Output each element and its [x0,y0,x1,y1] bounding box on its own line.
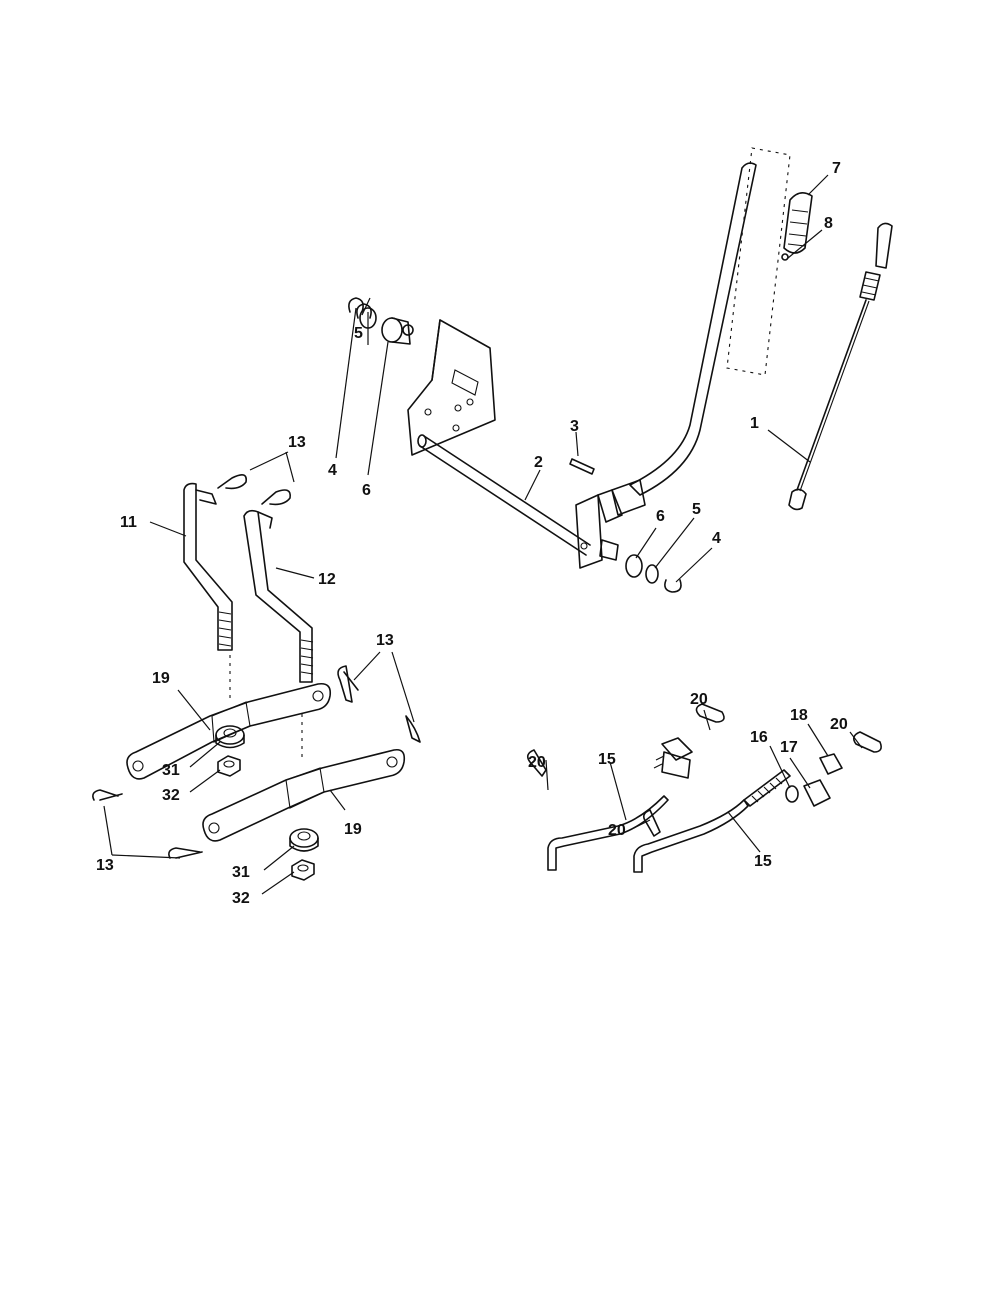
lift-link-part-11 [149,482,233,651]
cross-shaft-part-2 [417,434,603,569]
washer-part-16 [769,745,799,803]
label-3: 3 [570,418,579,435]
label-19-upper: 19 [152,670,170,687]
bushing-part-31-a [189,725,245,768]
label-31-lower: 31 [232,864,250,881]
label-2: 2 [534,454,543,471]
label-7: 7 [832,160,841,177]
label-13-lower: 13 [96,857,114,874]
nut-part-32-a [189,755,241,793]
lift-handle [597,147,791,523]
label-18: 18 [790,707,808,724]
hairpin-clips-part-13-top [217,451,295,506]
label-20-left: 20 [528,754,546,771]
hairpin-clips-part-20 [526,703,882,837]
bushing-part-31-b [263,828,319,871]
label-8: 8 [824,215,833,232]
label-6-top: 6 [362,482,371,499]
label-19-lower: 19 [344,821,362,838]
nut-part-18 [807,723,843,775]
pin-part-8 [781,229,823,261]
label-20-middle: 20 [608,822,626,839]
label-20-top: 20 [690,691,708,708]
adjustment-rod-part-15-lower [633,769,791,873]
nut-part-32-b [261,859,315,895]
label-16: 16 [750,729,768,746]
adjustment-rod-part-15-upper [547,737,693,871]
trunnion-part-17 [789,757,831,807]
label-15-upper: 15 [598,751,616,768]
label-4-top: 4 [328,462,337,479]
label-20-right: 20 [830,716,848,733]
frame-bracket [407,319,496,456]
hardware-left [335,297,414,476]
label-12: 12 [318,571,336,588]
handle-grip-part-7 [783,174,829,254]
cable-rod-part-1 [767,222,893,511]
label-5-right: 5 [692,501,701,518]
label-6-right: 6 [656,508,665,525]
label-13-top: 13 [288,434,306,451]
label-17: 17 [780,739,798,756]
label-13-middle: 13 [376,632,394,649]
roll-pin-part-3 [569,431,595,475]
label-32-lower: 32 [232,890,250,907]
label-31-upper: 31 [162,762,180,779]
part-labels: 7 8 5 4 6 3 2 1 13 11 12 6 5 4 13 19 31 … [96,160,848,907]
label-11: 11 [120,514,137,531]
hardware-right [599,517,713,593]
label-1: 1 [750,415,759,432]
label-15-lower: 15 [754,853,772,870]
label-5-top: 5 [354,325,363,342]
lift-link-part-12 [243,509,315,683]
hairpin-clips-part-13-left [92,789,203,859]
label-4-right: 4 [712,530,721,547]
lift-arm-part-19-lower [202,748,406,842]
lift-arm-part-19-upper [126,682,332,780]
label-32-upper: 32 [162,787,180,804]
hairpin-clips-part-13-right [337,651,421,743]
